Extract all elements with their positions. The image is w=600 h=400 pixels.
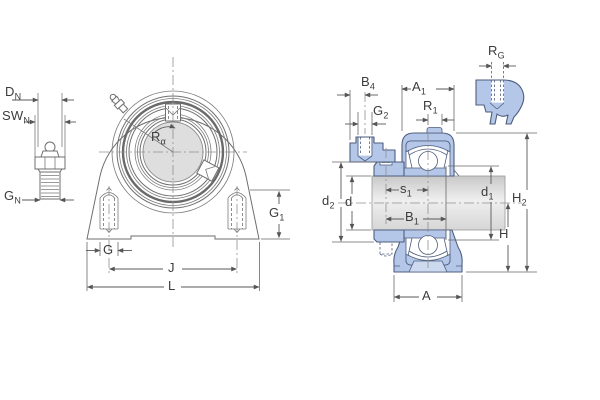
grease-nipple-detail <box>34 93 66 200</box>
dim-label-l: L <box>168 278 176 293</box>
lube-hole-detail <box>349 136 396 163</box>
set-screw-side <box>196 159 220 182</box>
dim-label-b4: B4 <box>361 74 376 92</box>
radius-leader-line <box>123 118 174 153</box>
dim-label-a1: A1 <box>412 79 427 97</box>
dim-label-a: A <box>422 288 431 303</box>
dimension-lines <box>12 63 537 302</box>
dim-label-gn: GN <box>4 188 22 206</box>
locking-collar-lower <box>373 229 405 243</box>
base-tapped-hole-left <box>99 186 119 234</box>
dim-label-r-alpha: Rα <box>151 129 166 147</box>
dim-label-b1: B1 <box>405 209 420 227</box>
grub-screw-lower-hidden <box>379 241 393 255</box>
grease-boss <box>426 127 443 134</box>
dim-label-g1: G1 <box>269 205 285 223</box>
dim-label-dn: DN <box>5 84 22 102</box>
dim-label-rg: RG <box>488 43 505 61</box>
dim-label-g2: G2 <box>373 103 389 121</box>
swivel-arrow <box>154 123 176 133</box>
dim-label-j: J <box>168 260 175 275</box>
dim-label-swn: SWN <box>2 108 31 126</box>
dim-label-d: d <box>345 194 353 209</box>
grease-thread-detail <box>475 62 525 125</box>
dim-label-g: G <box>103 242 114 257</box>
dim-label-h: H <box>499 226 509 241</box>
dim-label-r1: R1 <box>423 98 438 116</box>
dim-label-d1: d1 <box>481 184 494 202</box>
dim-label-d2: d2 <box>322 193 335 211</box>
dim-label-s1: s1 <box>400 181 412 199</box>
dim-label-h2: H2 <box>512 190 527 208</box>
section-view-drawing <box>371 127 506 273</box>
housing-grease-nipple <box>109 93 129 114</box>
